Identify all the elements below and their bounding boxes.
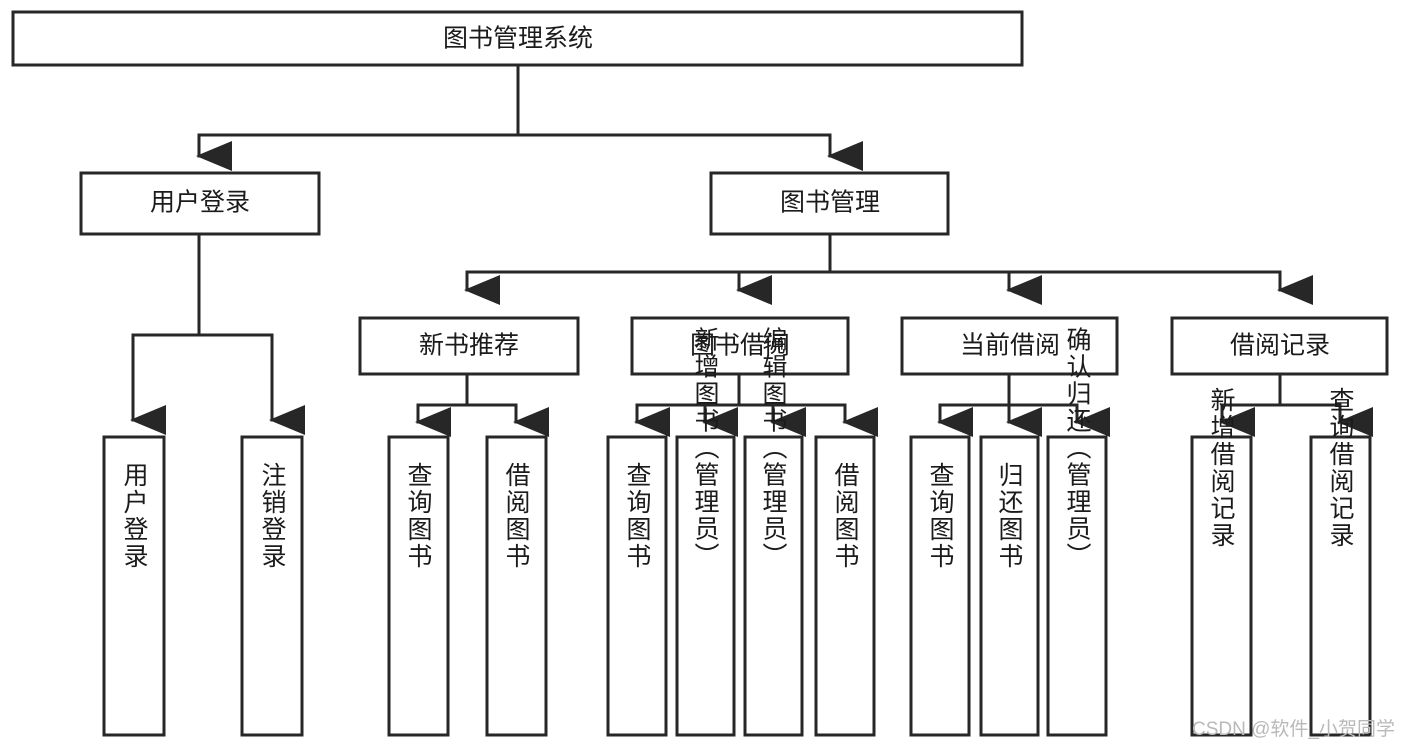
leaf-user-login-0-label: 用户登录: [120, 462, 149, 570]
leaf-book-borrow-3[interactable]: 借阅图书: [814, 435, 876, 737]
leaf-user-login-1-label: 注销登录: [258, 462, 287, 570]
leaf-user-login-0-box[interactable]: [102, 435, 166, 737]
node-current-borrow-label: 当前借阅: [960, 332, 1060, 360]
node-root[interactable]: 图书管理系统: [11, 10, 1024, 67]
leaf-current-borrow-1[interactable]: 归还图书: [979, 435, 1040, 737]
node-current-borrow-box[interactable]: [900, 316, 1119, 376]
leaf-book-borrow-3-box[interactable]: [814, 435, 876, 737]
node-root-label: 图书管理系统: [443, 25, 593, 53]
leaf-book-borrow-1[interactable]: 新增图书（管理员）: [675, 327, 736, 737]
leaf-current-borrow-2-box[interactable]: [1046, 435, 1108, 737]
leaf-current-borrow-1-box[interactable]: [979, 435, 1040, 737]
leaf-book-borrow-2-label: 编辑图书（管理员）: [759, 327, 788, 570]
node-new-book-recommend-box[interactable]: [358, 316, 580, 376]
node-book-borrow-box[interactable]: [630, 316, 850, 376]
leaf-book-borrow-1-label: 新增图书（管理员）: [691, 327, 720, 570]
leaf-book-borrow-0[interactable]: 查询图书: [606, 435, 668, 737]
node-borrow-record[interactable]: 借阅记录: [1170, 316, 1389, 376]
leaf-current-borrow-0-box[interactable]: [909, 435, 971, 737]
leaf-book-borrow-2-box[interactable]: [743, 435, 804, 737]
node-user-login-box[interactable]: [79, 171, 321, 236]
leaf-borrow-record-1[interactable]: 查询借阅记录: [1309, 387, 1372, 737]
node-borrow-record-label: 借阅记录: [1230, 332, 1330, 360]
leaf-borrow-record-1-box[interactable]: [1309, 435, 1372, 737]
node-borrow-record-box[interactable]: [1170, 316, 1389, 376]
leaf-new-book-recommend-0-label: 查询图书: [404, 462, 433, 570]
leaf-current-borrow-0[interactable]: 查询图书: [909, 435, 971, 737]
leaf-user-login-0[interactable]: 用户登录: [102, 435, 166, 737]
leaf-book-borrow-0-box[interactable]: [606, 435, 668, 737]
leaf-book-borrow-3-label: 借阅图书: [831, 462, 860, 570]
node-book-manage-box[interactable]: [709, 171, 950, 236]
connectors: [130, 63, 1373, 437]
node-new-book-recommend[interactable]: 新书推荐: [358, 316, 580, 376]
leaf-borrow-record-1-label: 查询借阅记录: [1326, 387, 1355, 549]
leaf-new-book-recommend-1-box[interactable]: [485, 435, 548, 737]
leaf-current-borrow-1-label: 归还图书: [995, 462, 1024, 570]
leaf-book-borrow-1-box[interactable]: [675, 435, 736, 737]
node-book-manage-label: 图书管理: [780, 189, 880, 217]
node-book-manage[interactable]: 图书管理: [709, 171, 950, 236]
leaf-current-borrow-0-label: 查询图书: [926, 462, 955, 570]
leaf-borrow-record-0-label: 新增借阅记录: [1207, 387, 1236, 549]
leaf-book-borrow-0-label: 查询图书: [623, 462, 652, 570]
node-book-borrow-label: 图书借阅: [690, 332, 790, 360]
leaf-new-book-recommend-1-label: 借阅图书: [502, 462, 531, 570]
node-new-book-recommend-label: 新书推荐: [419, 332, 519, 360]
leaf-new-book-recommend-1[interactable]: 借阅图书: [485, 435, 548, 737]
leaf-user-login-1[interactable]: 注销登录: [240, 435, 304, 737]
node-root-box[interactable]: [11, 10, 1024, 67]
node-user-login[interactable]: 用户登录: [79, 171, 321, 236]
leaf-current-borrow-2[interactable]: 确认归还（管理员）: [1046, 327, 1108, 737]
leaf-new-book-recommend-0-box[interactable]: [387, 435, 450, 737]
leaf-current-borrow-2-label: 确认归还（管理员）: [1063, 327, 1092, 570]
leaf-user-login-1-box[interactable]: [240, 435, 304, 737]
node-user-login-label: 用户登录: [150, 189, 250, 217]
leaf-borrow-record-0[interactable]: 新增借阅记录: [1190, 387, 1253, 737]
leaf-borrow-record-0-box[interactable]: [1190, 435, 1253, 737]
leaf-book-borrow-2[interactable]: 编辑图书（管理员）: [743, 327, 804, 737]
leaf-new-book-recommend-0[interactable]: 查询图书: [387, 435, 450, 737]
node-current-borrow[interactable]: 当前借阅: [900, 316, 1119, 376]
node-book-borrow[interactable]: 图书借阅: [630, 316, 850, 376]
